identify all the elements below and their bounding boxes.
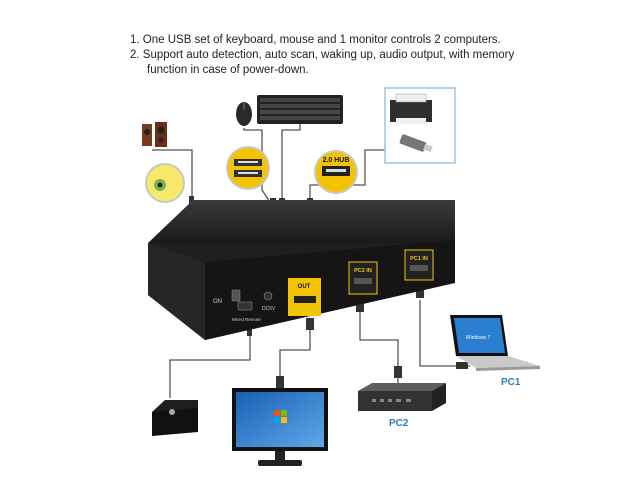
hdmi-plug-pc1: [416, 286, 424, 298]
keyboard-icon: [257, 95, 343, 124]
hdmi-plug-pc1-end: [456, 362, 468, 369]
feature-notes: 1. One USB set of keyboard, mouse and 1 …: [130, 33, 530, 78]
pc2-in-label: PC2 IN: [354, 268, 372, 274]
printer-usb-box: [384, 87, 456, 164]
hdmi-plug-monitor: [276, 376, 284, 388]
usb-hub-callout: 2.0 HUB: [314, 150, 358, 194]
note-1: 1. One USB set of keyboard, mouse and 1 …: [130, 34, 501, 46]
mouse-cable: [243, 128, 273, 206]
hdmi-plug-pc2: [356, 300, 364, 312]
wired-remote-label: Wired Remote: [232, 317, 261, 322]
printer-icon: [390, 100, 432, 122]
usb-drive-icon: [399, 134, 433, 153]
dc-label: DC5V: [262, 306, 276, 312]
hdmi-plug-pc2-end: [394, 366, 402, 378]
keyboard-cable: [281, 124, 301, 205]
usb-port-callout: [226, 146, 270, 190]
pc1-in-label: PC1 IN: [410, 256, 428, 262]
wired-remote-port: [237, 301, 253, 311]
windows-logo-icon: [274, 410, 287, 423]
power-switch: [231, 289, 241, 302]
pc1-label: PC1: [501, 377, 521, 388]
hdmi-plug-out: [306, 318, 314, 330]
hub-label: 2.0 HUB: [323, 157, 350, 164]
speakers-icon: [142, 122, 167, 147]
dc-jack: [263, 291, 273, 301]
note-2-continued: function in case of power-down.: [147, 64, 309, 76]
speaker-cable: [152, 149, 193, 210]
pc2-label: PC2: [389, 418, 409, 429]
note-2: 2. Support auto detection, auto scan, wa…: [130, 49, 515, 61]
monitor-cable: [279, 322, 311, 387]
monitor-icon: [232, 388, 328, 466]
cables: [152, 124, 470, 398]
pc2-mini-computer-icon: [358, 383, 446, 411]
pc1-laptop-icon: Windows 7: [450, 315, 540, 371]
pc1-cable: [419, 300, 470, 367]
pc2-cable: [359, 300, 399, 383]
printer-cable: [309, 149, 385, 205]
kvm-switch: ON Wired Remote DC5V OUT PC2 IN PC1 IN: [148, 200, 455, 340]
on-label: ON: [213, 299, 222, 305]
out-label: OUT: [298, 284, 311, 290]
laptop-screen-text: Windows 7: [466, 335, 491, 341]
remote-cable: [169, 320, 251, 398]
audio-jack-callout: [145, 163, 185, 203]
mouse-icon: [236, 102, 252, 126]
wired-remote-icon: [152, 400, 198, 436]
